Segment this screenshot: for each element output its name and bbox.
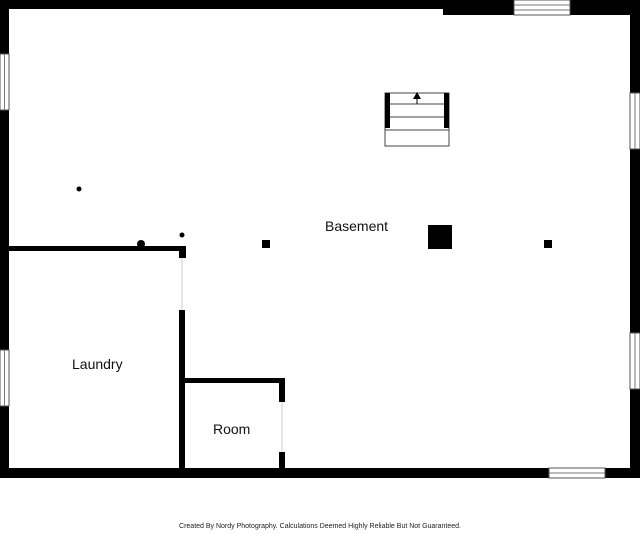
window-right-upper	[629, 92, 640, 150]
floor-drain	[179, 232, 185, 238]
laundry-right-wall-lower	[179, 310, 185, 468]
room-label-laundry: Laundry	[72, 356, 123, 372]
stairs-arrow-icon	[413, 92, 421, 99]
laundry-right-wall-upper	[179, 246, 186, 258]
room-right-wall-lower	[279, 452, 285, 468]
fixtures	[76, 186, 552, 249]
window-top	[513, 0, 571, 16]
wall-bottom	[0, 468, 640, 478]
column-post	[262, 240, 270, 248]
door-openings	[181, 258, 283, 452]
room-top-wall	[185, 378, 285, 383]
laundry-top-wall	[9, 246, 186, 251]
chimney-block	[428, 225, 452, 249]
room-label-basement: Basement	[325, 218, 389, 234]
room-label-room: Room	[213, 421, 251, 437]
windows	[0, 0, 640, 479]
window-bottom	[548, 467, 606, 479]
floor-drain	[76, 186, 82, 192]
wall-right	[630, 0, 640, 478]
footer-disclaimer: Created By Nordy Photography. Calculatio…	[179, 523, 461, 530]
column-post	[544, 240, 552, 248]
utility-fixture	[137, 240, 145, 248]
window-left-upper	[0, 53, 10, 111]
window-left-lower	[0, 349, 10, 407]
stairs	[384, 92, 450, 147]
interior-walls	[9, 246, 285, 468]
room-right-wall-upper	[279, 378, 285, 402]
wall-top	[0, 0, 640, 9]
wall-left	[0, 0, 9, 478]
window-right-lower	[629, 332, 640, 390]
exterior-walls	[0, 0, 640, 478]
